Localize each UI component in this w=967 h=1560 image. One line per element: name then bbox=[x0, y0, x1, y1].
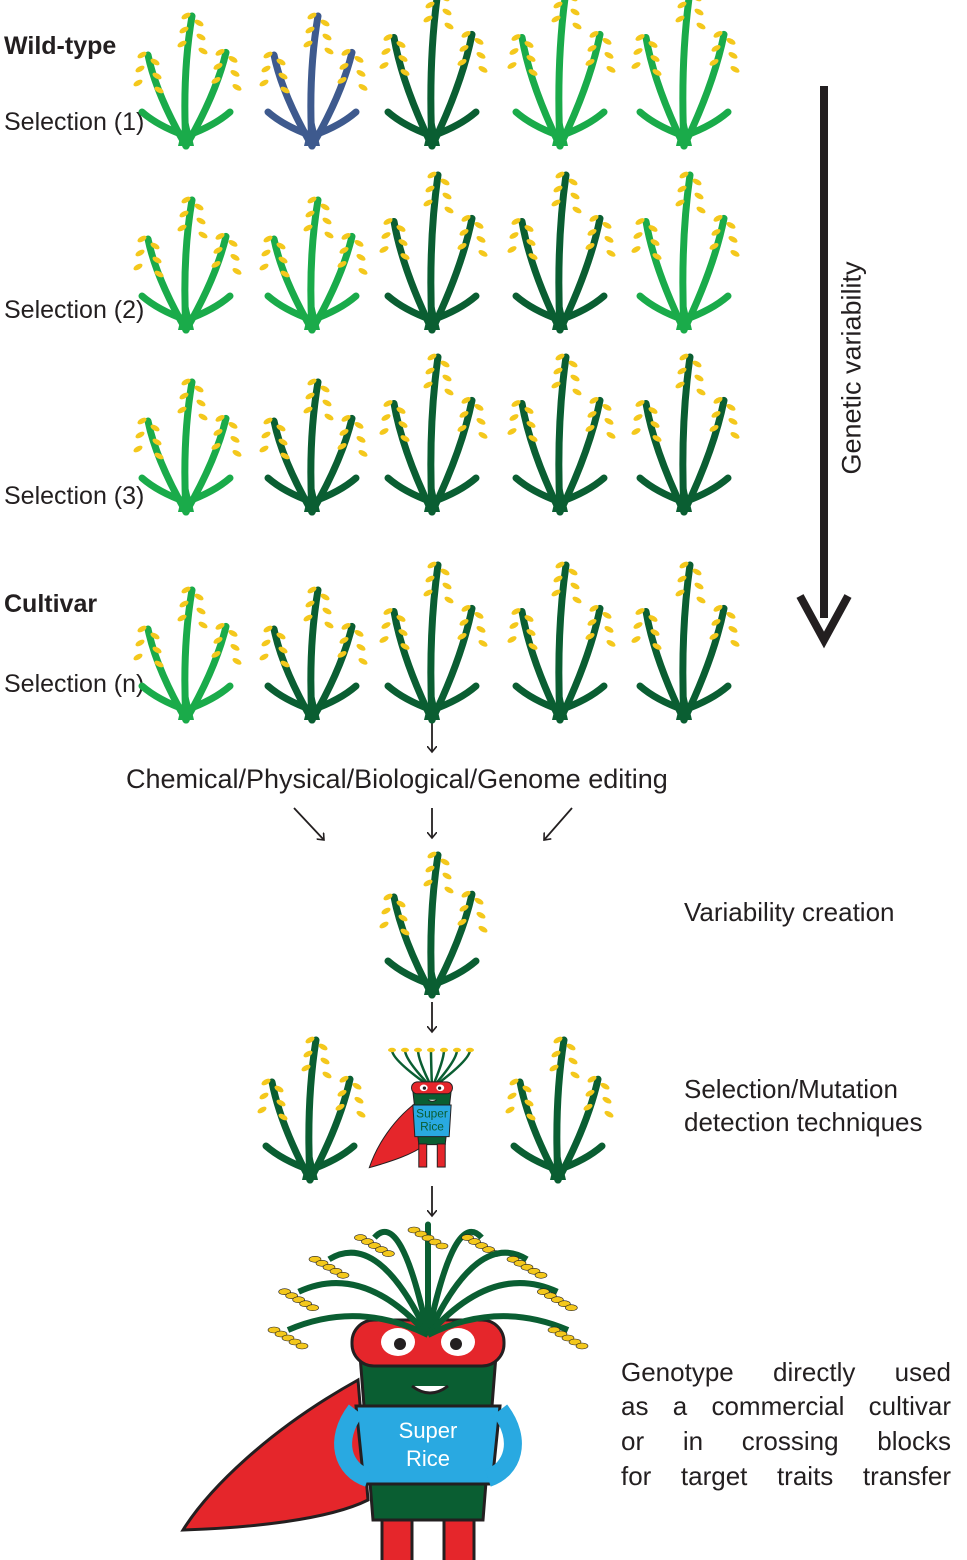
final-use-line-1: Genotype directly used bbox=[621, 1357, 951, 1387]
rice-plant-r1-c5 bbox=[631, 0, 740, 150]
rice-plant-r4-c2 bbox=[259, 586, 368, 724]
final-use-line-4: for target traits transfer bbox=[621, 1461, 951, 1491]
selection-techniques-label-1: Selection/Mutation bbox=[684, 1074, 898, 1104]
small-mascot: Super Rice bbox=[368, 1081, 453, 1169]
rice-plant-r2-c4 bbox=[507, 171, 616, 334]
flow-arrow-left bbox=[293, 807, 324, 840]
large-panicle-stem-6 bbox=[425, 1229, 484, 1336]
mutant-plants bbox=[257, 851, 614, 1184]
large-mascot: Super Rice bbox=[180, 1318, 522, 1560]
large-panicle-stem-2 bbox=[297, 1280, 431, 1337]
rice-plant-r1-c1 bbox=[133, 12, 242, 150]
rice-plant-r2-c1 bbox=[133, 196, 242, 334]
mutant-plant-right bbox=[505, 1036, 614, 1184]
selection-2-label: Selection (2) bbox=[4, 296, 145, 324]
mutant-plant-left bbox=[257, 1036, 366, 1184]
small-mascot-text-1: Super bbox=[416, 1107, 448, 1121]
final-use-line-3: or in crossing blocks bbox=[621, 1426, 951, 1456]
rice-plant-r4-c1 bbox=[133, 586, 242, 724]
rice-plant-r4-c3 bbox=[379, 561, 488, 724]
large-mascot-panicles bbox=[267, 1221, 589, 1350]
selection-1-label: Selection (1) bbox=[4, 108, 145, 136]
rice-plant-r2-c5 bbox=[631, 171, 740, 334]
cultivar-label: Cultivar bbox=[4, 590, 98, 618]
rice-plant-r3-c4 bbox=[507, 353, 616, 516]
selection-techniques-label-2: detection techniques bbox=[684, 1107, 923, 1137]
rice-plant-r3-c5 bbox=[631, 353, 740, 516]
large-panicle-stem-1 bbox=[286, 1313, 430, 1338]
large-mascot-text-1: Super bbox=[399, 1418, 458, 1443]
selection-3-label: Selection (3) bbox=[4, 482, 145, 510]
rice-plant-r1-c3 bbox=[379, 0, 488, 150]
flow-arrow-right bbox=[544, 807, 573, 840]
rice-plant-r3-c3 bbox=[379, 353, 488, 516]
large-panicle-stem-3 bbox=[327, 1249, 431, 1337]
rice-plant-r2-c2 bbox=[259, 196, 368, 334]
large-panicle-stem-4 bbox=[372, 1229, 431, 1336]
small-mascot-text-2: Rice bbox=[420, 1120, 444, 1134]
selection-n-label: Selection (n) bbox=[4, 670, 145, 698]
methods-label: Chemical/Physical/Biological/Genome edit… bbox=[126, 764, 668, 794]
genetic-variability-arrow bbox=[796, 86, 852, 649]
mutant-plant-variability bbox=[379, 851, 488, 999]
large-panicle-stem-7 bbox=[425, 1249, 529, 1337]
large-mascot-text-2: Rice bbox=[406, 1446, 450, 1471]
rice-plant-r1-c2 bbox=[259, 12, 368, 150]
final-use-line-2: as a commercial cultivar bbox=[621, 1391, 951, 1421]
variability-creation-label: Variability creation bbox=[684, 897, 895, 927]
rice-plant-r2-c3 bbox=[379, 171, 488, 334]
plant-grid bbox=[133, 0, 740, 724]
rice-plant-r3-c1 bbox=[133, 378, 242, 516]
large-panicle-stem-9 bbox=[426, 1313, 570, 1338]
rice-plant-r4-c5 bbox=[631, 561, 740, 724]
rice-plant-r1-c4 bbox=[507, 0, 616, 150]
large-panicle-stem-8 bbox=[425, 1280, 559, 1337]
rice-plant-r4-c4 bbox=[507, 561, 616, 724]
wild-type-label: Wild-type bbox=[4, 32, 117, 60]
rice-plant-r3-c2 bbox=[259, 378, 368, 516]
